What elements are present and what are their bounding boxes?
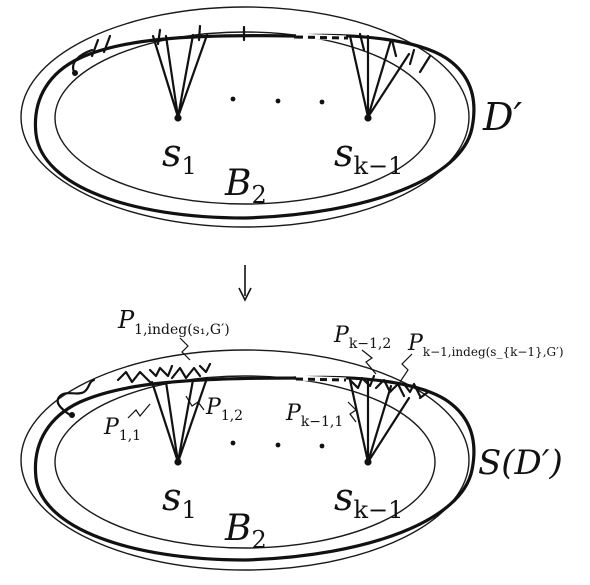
label-pk1: Pk−1,1: [285, 401, 343, 430]
ellipsis-dot: [230, 440, 236, 446]
vertex-label-s1-bottom: s1: [162, 475, 197, 524]
vertex-label-sk-top: sk−1: [334, 131, 403, 180]
outer-boundary-top: [20, 6, 470, 228]
hook-left-bottom: [56, 378, 96, 417]
edges-sk-bottom: [348, 378, 411, 464]
inner-boundary-bottom: [54, 375, 436, 549]
edges-s1-bottom: [150, 376, 209, 464]
ellipsis-dot: [319, 443, 325, 449]
thick-cycle-top: [33, 33, 476, 220]
ellipsis-dot: [275, 442, 281, 448]
leader-pk2: [361, 349, 377, 375]
down-arrow-icon: [238, 265, 252, 302]
ticks-left-top: [90, 34, 112, 58]
vertex-sk-top: [364, 114, 372, 122]
ticks-mid-top: [156, 24, 246, 46]
label-pk-indeg: Pk−1,indeg(s_{k−1},G′): [407, 331, 564, 359]
vertex-s1-bottom: [174, 458, 182, 466]
edges-sk-top: [348, 34, 411, 119]
label-p11: P1,1: [103, 415, 141, 444]
inner-disk-label-top: B2: [224, 163, 267, 209]
hook-dot-bottom: [69, 412, 75, 418]
ellipsis-dot: [319, 99, 325, 105]
leader-p1-indeg: [179, 337, 191, 361]
ticks-right-top: [358, 32, 432, 74]
edges-s1-top: [151, 33, 209, 119]
inner-disk-label-bottom: B2: [224, 508, 267, 554]
outer-boundary-bottom: [20, 349, 470, 571]
zigzag-paths-s1: [116, 362, 212, 384]
dashed-segment-bottom: [295, 377, 347, 382]
ellipsis-dot: [275, 98, 281, 104]
vertex-label-s1-top: s1: [162, 131, 197, 180]
vertex-s1-top: [174, 114, 182, 122]
vertex-sk-bottom: [364, 458, 372, 466]
region-label-top: D′: [482, 95, 522, 139]
thick-cycle-bottom: [33, 375, 476, 562]
leader-p11: [127, 403, 151, 419]
label-pk2: Pk−1,2: [333, 323, 391, 352]
leader-pk1: [347, 401, 357, 423]
label-p1-indeg: P1,indeg(s₁,G′): [117, 306, 230, 338]
leader-p12: [185, 395, 205, 411]
vertex-label-sk-bottom: sk−1: [334, 475, 403, 524]
ellipsis-dot: [230, 96, 236, 102]
region-label-bottom: S(D′): [478, 443, 563, 483]
label-p12: P1,2: [205, 395, 243, 424]
top-panel: s1 sk−1 B2 D′: [20, 6, 522, 228]
hook-dot-top: [72, 70, 78, 76]
hook-left-top: [72, 48, 94, 74]
leader-pk-indeg: [399, 353, 413, 383]
bottom-panel: P1,indeg(s₁,G′) P1,1 P1,2 Pk−1,1 Pk−1,2 …: [20, 306, 564, 571]
